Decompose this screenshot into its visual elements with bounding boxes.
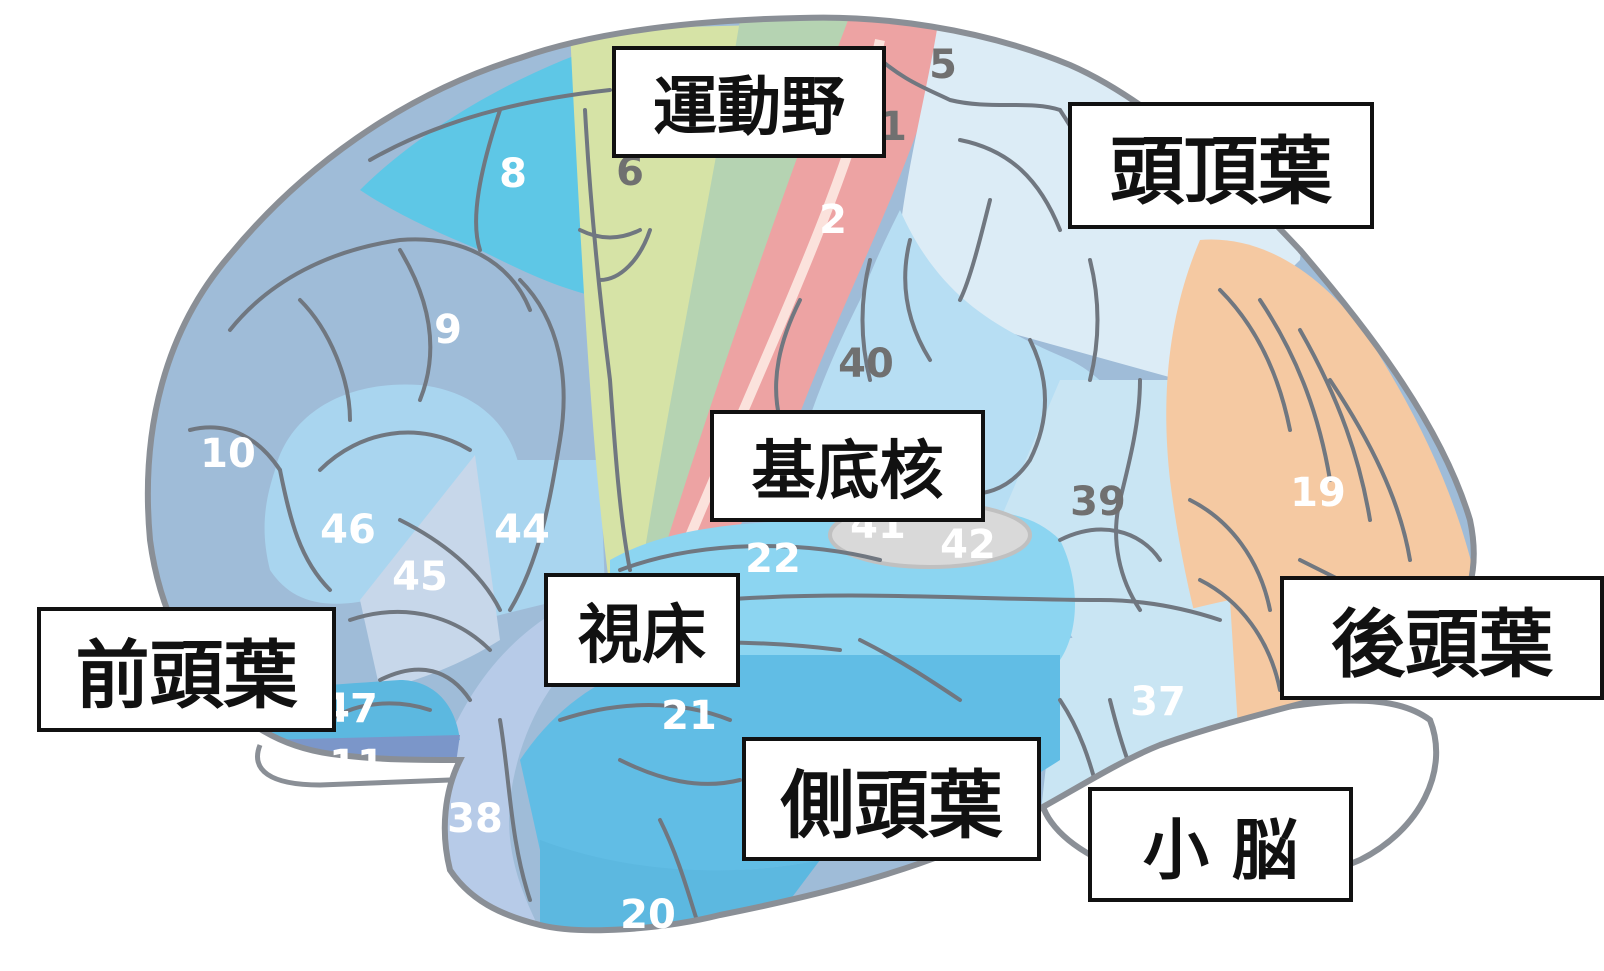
basal-ganglia-label: 基底核 — [710, 410, 985, 522]
area-46-number: 46 — [320, 507, 376, 553]
area-20-number: 20 — [620, 892, 676, 938]
area-45-number: 45 — [392, 554, 448, 600]
area-9-number: 9 — [434, 307, 462, 353]
area-42-number: 42 — [940, 522, 996, 568]
parietal-lobe-label: 頭頂葉 — [1068, 102, 1374, 229]
area38-region — [438, 590, 620, 930]
sulci-lines — [188, 48, 1422, 931]
area-39-number: 39 — [1070, 479, 1126, 525]
area-2-number: 2 — [819, 197, 847, 243]
orbital-lip-outline — [255, 744, 451, 788]
area-21-number: 21 — [661, 693, 717, 739]
area-8-number: 8 — [499, 151, 527, 197]
cerebellum-label: 小 脳 — [1088, 787, 1353, 902]
frontal-lobe-label: 前頭葉 — [37, 607, 336, 732]
temporal-lobe-label: 側頭葉 — [742, 737, 1041, 861]
area-numbers: 8 6 5 1 2 9 40 10 46 44 45 22 41 42 39 1… — [200, 42, 1346, 938]
area8-region — [360, 40, 620, 300]
area-10-number: 10 — [200, 431, 256, 477]
area-5-number: 5 — [929, 42, 957, 88]
thalamus-label: 視床 — [544, 573, 740, 687]
area-38-number: 38 — [447, 796, 503, 842]
area-37-number: 37 — [1130, 679, 1186, 725]
area-11-number: 11 — [329, 742, 385, 788]
motor-cortex-label: 運動野 — [612, 46, 886, 158]
area-40-number: 40 — [838, 341, 894, 387]
area-22-number: 22 — [745, 536, 801, 582]
area-44-number: 44 — [494, 507, 550, 553]
premotor-region — [570, 25, 760, 590]
area-19-number: 19 — [1290, 470, 1346, 516]
occipital-lobe-label: 後頭葉 — [1280, 576, 1604, 700]
